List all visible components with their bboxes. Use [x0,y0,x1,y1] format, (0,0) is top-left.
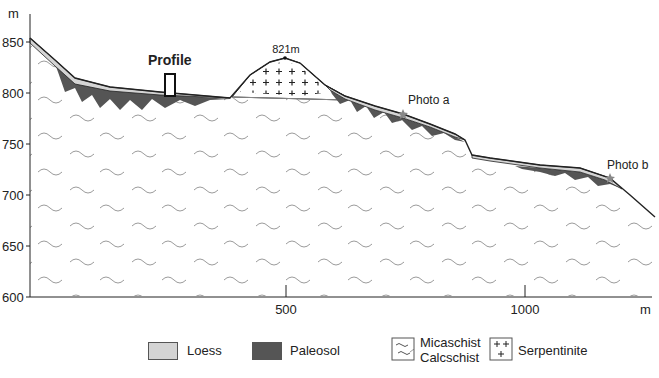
legend-text: Serpentinite [518,343,587,358]
contact-line [232,97,345,100]
legend-text: Loess [187,343,222,358]
axis-tick-label: 800 [2,86,24,101]
serpentinite-hill [232,58,345,100]
surface-line [30,38,655,217]
legend-text: Paleosol [290,343,340,358]
legend-cross [494,341,509,357]
paleosol [55,64,230,110]
profile-box [165,74,175,96]
serpentinite-pattern [240,61,330,96]
loess [325,85,465,140]
legend-swatch [392,338,414,360]
photo-label: Photo b [607,158,648,172]
axis-tick-label: 1000 [511,302,540,317]
legend-swatch [252,342,282,360]
loess [472,155,622,189]
legend-swatch [490,338,512,360]
axis-unit: m [8,6,19,21]
axis-tick-label: 700 [2,188,24,203]
axis-unit: m [640,302,651,317]
photo-star [605,173,615,183]
axis-tick-label: 750 [2,137,24,152]
axis-tick-label: 600 [2,290,24,305]
photo-label: Photo a [408,93,449,107]
elevation-label: 821m [272,43,300,56]
profile-label: Profile [148,52,192,68]
legend-wave [396,344,410,355]
bedrock [30,38,655,296]
axes [26,14,652,297]
axis-tick-label: 500 [275,302,297,317]
photo-star [398,109,408,119]
axis-tick-label: 850 [2,35,24,50]
axis-tick-label: 650 [2,239,24,254]
legend-swatch [148,342,178,360]
summit-dot [283,56,287,60]
legend-text: Micaschist Calcschist [420,335,500,365]
